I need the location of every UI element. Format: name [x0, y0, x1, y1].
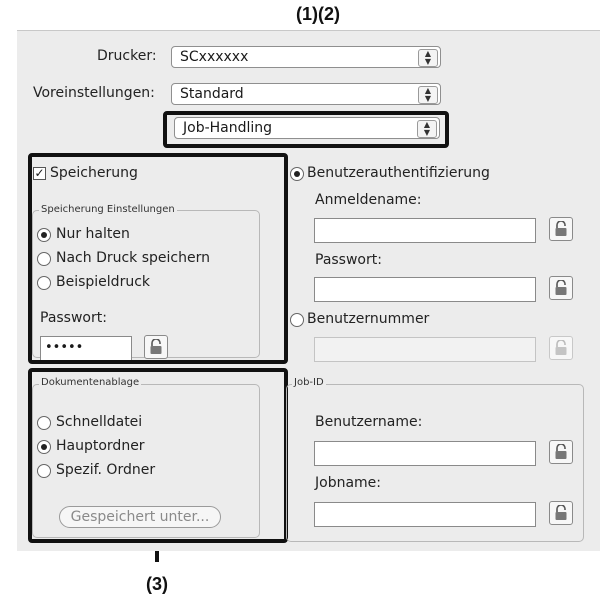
presets-popup[interactable]: Standard ▲▼	[171, 83, 441, 105]
panel-popup[interactable]: Job-Handling ▲▼	[174, 117, 440, 139]
user-number-field[interactable]	[314, 337, 536, 362]
lock-icon	[555, 444, 567, 459]
radio-benutzernummer[interactable]	[290, 313, 304, 327]
auth-password-field[interactable]	[314, 277, 536, 302]
radio-label-schnelldatei: Schnelldatei	[56, 414, 143, 430]
radio-label-nach-druck: Nach Druck speichern	[56, 250, 210, 266]
radio-label-beispieldruck: Beispieldruck	[56, 274, 151, 290]
lock-icon	[555, 221, 567, 236]
popup-arrows-icon: ▲▼	[418, 49, 438, 67]
retention-checkbox[interactable]: ✓	[33, 167, 46, 180]
lock-icon	[555, 280, 567, 295]
checkmark-icon: ✓	[34, 166, 45, 180]
radio-label-benutzernummer: Benutzernummer	[307, 311, 430, 327]
popup-arrows-icon: ▲▼	[418, 86, 438, 104]
retention-checkbox-label: Speicherung	[50, 165, 138, 181]
jobname-label: Jobname:	[315, 475, 382, 491]
retention-password-value: •••••	[45, 340, 84, 355]
user-number-lock-button[interactable]	[549, 336, 573, 360]
jobname-field[interactable]	[314, 502, 536, 527]
save-as-button[interactable]: Gespeichert unter...	[59, 506, 221, 528]
radio-beispieldruck[interactable]	[37, 276, 51, 290]
lock-icon	[150, 339, 162, 354]
printer-label: Drucker:	[97, 48, 157, 64]
presets-label: Voreinstellungen:	[33, 85, 155, 101]
callout-3: (3)	[146, 574, 168, 594]
retention-password-field[interactable]: •••••	[40, 336, 132, 361]
radio-spezif-ordner[interactable]	[37, 464, 51, 478]
highlight-retention	[28, 153, 288, 364]
login-lock-button[interactable]	[549, 217, 573, 241]
retention-password-label: Passwort:	[40, 310, 107, 326]
job-id-title: Job-ID	[292, 377, 326, 388]
panel-value: Job-Handling	[183, 120, 273, 136]
radio-label-spezif-ordner: Spezif. Ordner	[56, 462, 156, 478]
retention-lock-button[interactable]	[144, 335, 168, 359]
highlight-panel-popup	[163, 111, 449, 148]
job-id-group	[286, 384, 584, 542]
printer-popup[interactable]: SCxxxxxx ▲▼	[171, 46, 441, 68]
radio-label-benutzerauthentifizierung: Benutzerauthentifizierung	[307, 165, 490, 181]
auth-password-label: Passwort:	[315, 252, 382, 268]
lock-icon	[555, 340, 567, 355]
auth-password-lock-button[interactable]	[549, 276, 573, 300]
radio-label-nur-halten: Nur halten	[56, 226, 130, 242]
popup-arrows-icon: ▲▼	[417, 120, 437, 138]
username-label: Benutzername:	[315, 414, 423, 430]
radio-nach-druck-speichern[interactable]	[37, 252, 51, 266]
login-name-field[interactable]	[314, 218, 536, 243]
radio-schnelldatei[interactable]	[37, 416, 51, 430]
document-filing-group	[32, 384, 260, 538]
login-name-label: Anmeldename:	[315, 192, 422, 208]
lock-icon	[555, 505, 567, 520]
callout-1-2: (1)(2)	[296, 4, 340, 24]
radio-label-hauptordner: Hauptordner	[56, 438, 145, 454]
radio-benutzerauthentifizierung[interactable]	[290, 167, 304, 181]
username-field[interactable]	[314, 441, 536, 466]
highlight-document-filing	[28, 368, 288, 543]
username-lock-button[interactable]	[549, 440, 573, 464]
printer-value: SCxxxxxx	[180, 49, 249, 65]
callout-line-bottom	[155, 540, 159, 562]
jobname-lock-button[interactable]	[549, 501, 573, 525]
radio-hauptordner[interactable]	[37, 440, 51, 454]
presets-value: Standard	[180, 86, 244, 102]
document-filing-title: Dokumentenablage	[39, 377, 142, 388]
radio-nur-halten[interactable]	[37, 228, 51, 242]
retention-settings-title: Speicherung Einstellungen	[39, 204, 177, 215]
